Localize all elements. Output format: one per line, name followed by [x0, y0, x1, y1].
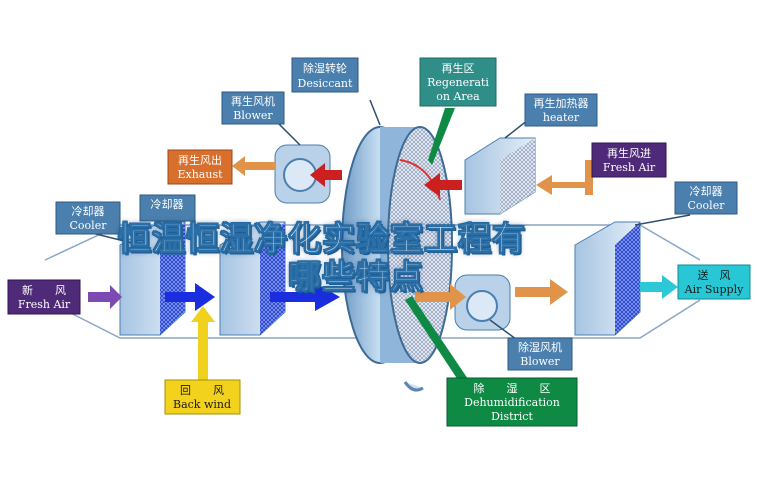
svg-text:除湿风机: 除湿风机: [518, 340, 562, 354]
regen-in-arrow: [536, 175, 590, 195]
svg-text:on Area: on Area: [436, 90, 480, 103]
svg-text:heater: heater: [543, 111, 580, 124]
label-regen-blower: 再生风机 Blower: [221, 91, 285, 125]
svg-text:Blower: Blower: [233, 109, 273, 122]
regen-area-pointer: [428, 108, 455, 165]
svg-text:再生区: 再生区: [442, 61, 475, 75]
svg-text:除湿转轮: 除湿转轮: [303, 61, 347, 75]
svg-text:Blower: Blower: [520, 355, 560, 368]
label-dehum-district: 除 湿 区 Dehumidification District: [446, 377, 578, 427]
svg-text:Regenerati: Regenerati: [427, 76, 489, 89]
svg-text:除 湿 区: 除 湿 区: [474, 381, 551, 395]
svg-text:Dehumidification: Dehumidification: [464, 396, 560, 409]
svg-text:Exhaust: Exhaust: [177, 168, 223, 181]
dehum-district-pointer: [405, 296, 470, 386]
label-exhaust: 再生风出 Exhaust: [167, 149, 233, 185]
svg-text:冷却器: 冷却器: [151, 198, 184, 211]
svg-text:Desiccant: Desiccant: [298, 77, 353, 90]
label-air-supply: 送 风 Air Supply: [677, 264, 751, 300]
svg-text:再生风出: 再生风出: [178, 153, 222, 167]
label-cooler-2: 冷却器: [139, 194, 196, 222]
label-regen-heater: 再生加热器 heater: [524, 93, 598, 127]
svg-text:再生加热器: 再生加热器: [534, 96, 589, 110]
cooler-unit-2: [219, 221, 286, 336]
process-arrow-2: [270, 283, 340, 311]
label-regen-fresh-air: 再生风进 Fresh Air: [591, 142, 667, 178]
svg-text:Fresh Air: Fresh Air: [18, 298, 71, 311]
wheel-to-blower-arrow: [310, 163, 342, 187]
back-wind-arrow: [191, 306, 215, 380]
label-desiccant: 除湿转轮 Desiccant: [291, 57, 359, 93]
svg-text:冷却器: 冷却器: [72, 205, 105, 218]
dehum-arrow-2: [515, 279, 568, 305]
exhaust-arrow: [232, 156, 275, 176]
label-fresh-air: 新 风 Fresh Air: [7, 279, 81, 315]
svg-text:再生风机: 再生风机: [231, 94, 275, 108]
label-dehum-blower: 除湿风机 Blower: [507, 337, 573, 371]
svg-text:Back wind: Back wind: [173, 398, 231, 411]
svg-text:冷却器: 冷却器: [690, 185, 723, 198]
heater-unit: [464, 137, 536, 215]
dehum-arrow-1: [415, 284, 466, 310]
svg-text:新 风: 新 风: [22, 283, 66, 297]
cooler-unit-3: [574, 221, 641, 336]
svg-text:再生风进: 再生风进: [607, 146, 651, 160]
supply-arrow: [640, 275, 678, 299]
svg-text:回 风: 回 风: [180, 384, 224, 397]
cooler-unit-1: [119, 221, 186, 336]
label-regen-area: 再生区 Regenerati on Area: [419, 57, 497, 107]
svg-text:Air Supply: Air Supply: [684, 283, 744, 296]
dehum-blower: [454, 274, 511, 331]
svg-text:District: District: [491, 410, 533, 423]
svg-text:送 风: 送 风: [698, 268, 731, 282]
regen-to-wheel-arrow: [424, 173, 462, 197]
fresh-air-arrow: [88, 285, 122, 309]
svg-text:Cooler: Cooler: [70, 219, 108, 232]
svg-text:Fresh Air: Fresh Air: [603, 161, 656, 174]
overlay-title-line-1: 恒温恒湿净化实验室工程有: [118, 219, 526, 259]
label-cooler-1: 冷却器 Cooler: [55, 201, 121, 235]
label-cooler-3: 冷却器 Cooler: [674, 181, 738, 215]
overlay-title-line-2: 哪些特点: [288, 257, 424, 297]
process-arrow-1: [165, 283, 215, 311]
svg-text:Cooler: Cooler: [688, 199, 726, 212]
label-back-wind: 回 风 Back wind: [164, 379, 241, 415]
